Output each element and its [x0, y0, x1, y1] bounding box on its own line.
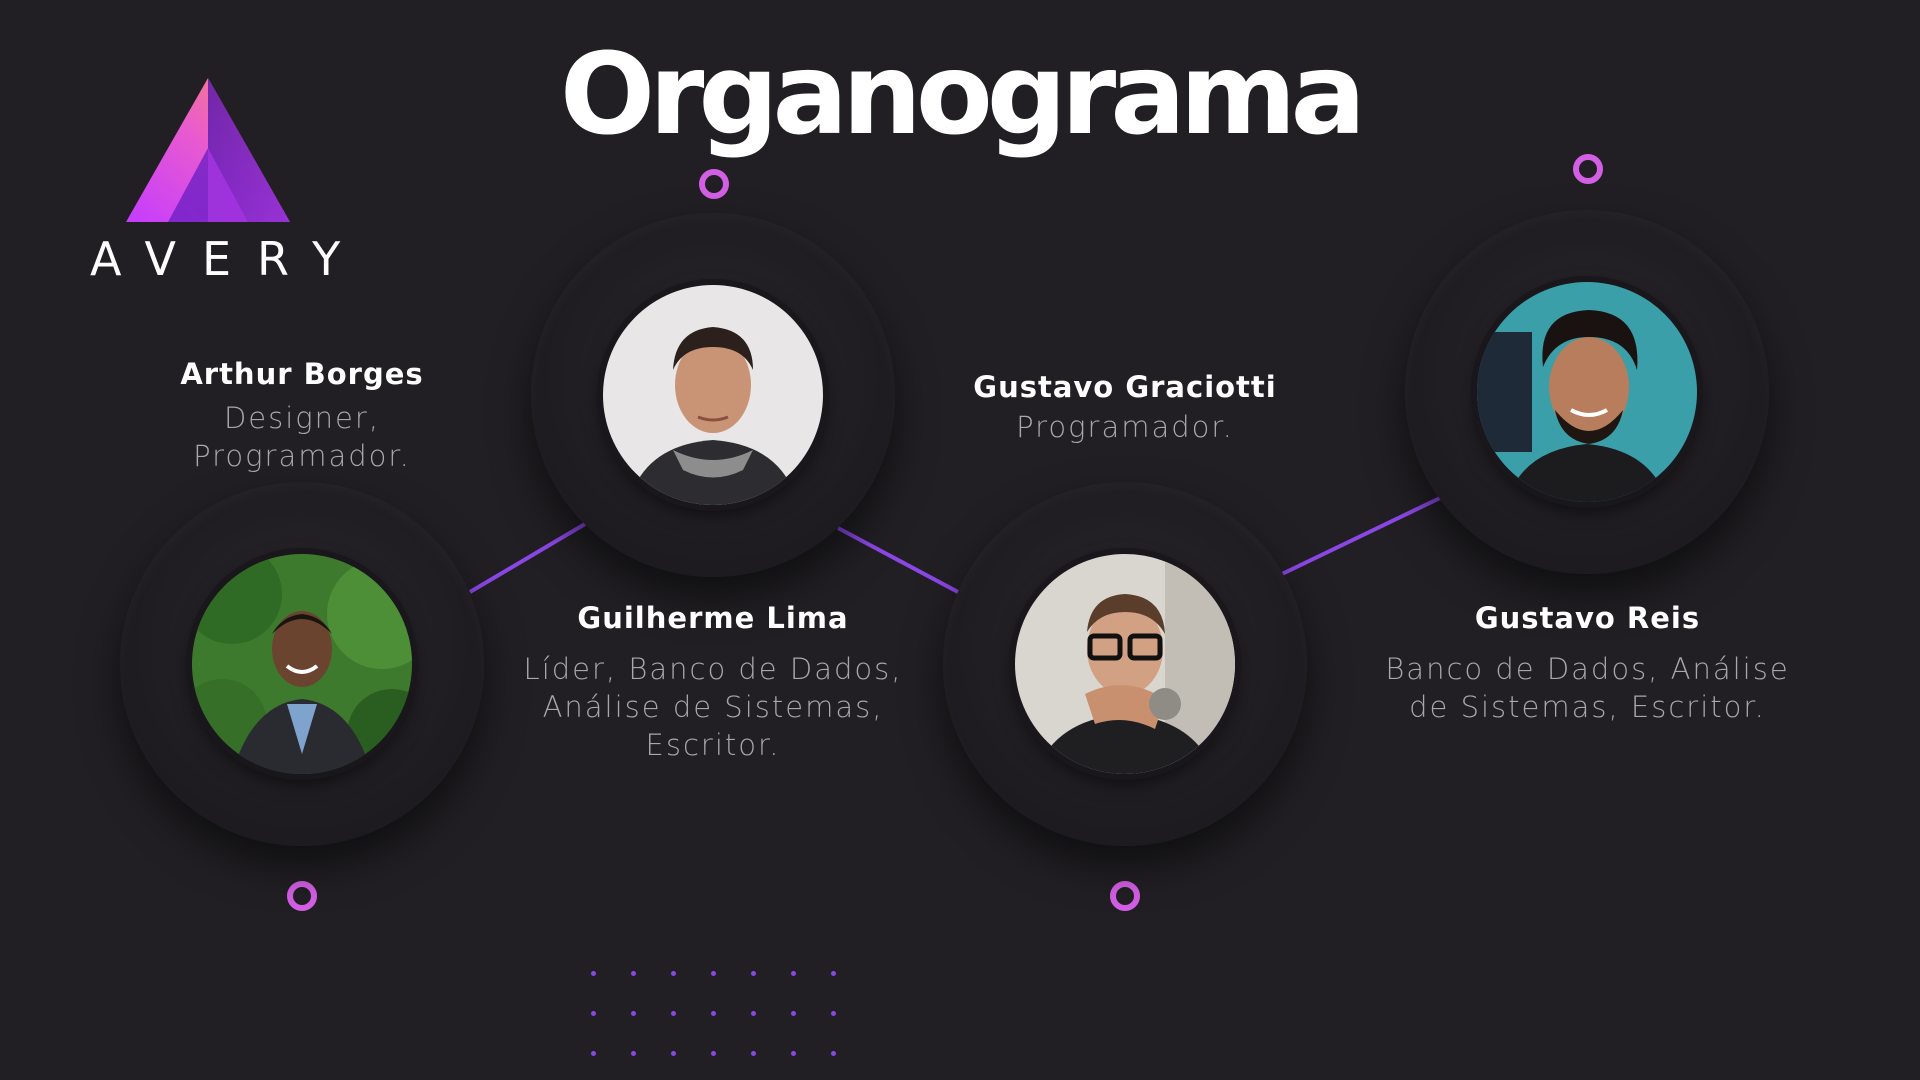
- connector-line: [468, 522, 587, 594]
- avatar: [1477, 282, 1697, 502]
- member-name: Arthur Borges: [180, 357, 424, 391]
- member-name: Gustavo Reis: [1474, 601, 1701, 635]
- ring-dot: [699, 169, 729, 199]
- member-role: Programador.: [1016, 410, 1234, 444]
- grid-dot: [751, 1011, 756, 1016]
- member-card-ring: [1405, 210, 1769, 574]
- avatar: [1015, 554, 1235, 774]
- grid-dot: [671, 971, 676, 976]
- logo-wordmark: AVERY: [90, 232, 367, 286]
- avatar-photo: [603, 285, 823, 505]
- grid-dot: [711, 1011, 716, 1016]
- member-card-ring: [531, 213, 895, 577]
- page-title: Organograma: [559, 30, 1366, 160]
- member-role: Líder, Banco de Dados, Análise de Sistem…: [523, 652, 903, 762]
- grid-dot: [671, 1051, 676, 1056]
- member-card-ring: [943, 482, 1307, 846]
- grid-dot: [751, 1051, 756, 1056]
- grid-dot: [591, 971, 596, 976]
- connector-line: [837, 526, 959, 594]
- member-name: Gustavo Graciotti: [973, 370, 1277, 404]
- member-name: Guilherme Lima: [577, 601, 849, 635]
- ring-dot: [1573, 154, 1603, 184]
- grid-dot: [711, 971, 716, 976]
- grid-dot: [831, 1051, 836, 1056]
- grid-dot: [711, 1051, 716, 1056]
- grid-dot: [791, 1011, 796, 1016]
- grid-dot: [591, 1051, 596, 1056]
- member-role: Designer, Programador.: [193, 401, 411, 473]
- grid-dot: [751, 971, 756, 976]
- ring-dot: [1110, 881, 1140, 911]
- grid-dot: [671, 1011, 676, 1016]
- grid-dot: [591, 1011, 596, 1016]
- grid-dot: [631, 1011, 636, 1016]
- avatar: [192, 554, 412, 774]
- avatar-photo: [192, 554, 412, 774]
- grid-dot: [831, 1011, 836, 1016]
- avatar: [603, 285, 823, 505]
- grid-dot: [791, 1051, 796, 1056]
- grid-dot: [631, 1051, 636, 1056]
- avatar-photo: [1477, 282, 1697, 502]
- grid-dot: [791, 971, 796, 976]
- ring-dot: [287, 881, 317, 911]
- avatar-photo: [1015, 554, 1235, 774]
- grid-dot: [631, 971, 636, 976]
- avery-logo: [126, 78, 290, 222]
- member-card-ring: [120, 482, 484, 846]
- connector-line: [1281, 496, 1441, 576]
- member-role: Banco de Dados, Análise de Sistemas, Esc…: [1385, 652, 1790, 724]
- grid-dot: [831, 971, 836, 976]
